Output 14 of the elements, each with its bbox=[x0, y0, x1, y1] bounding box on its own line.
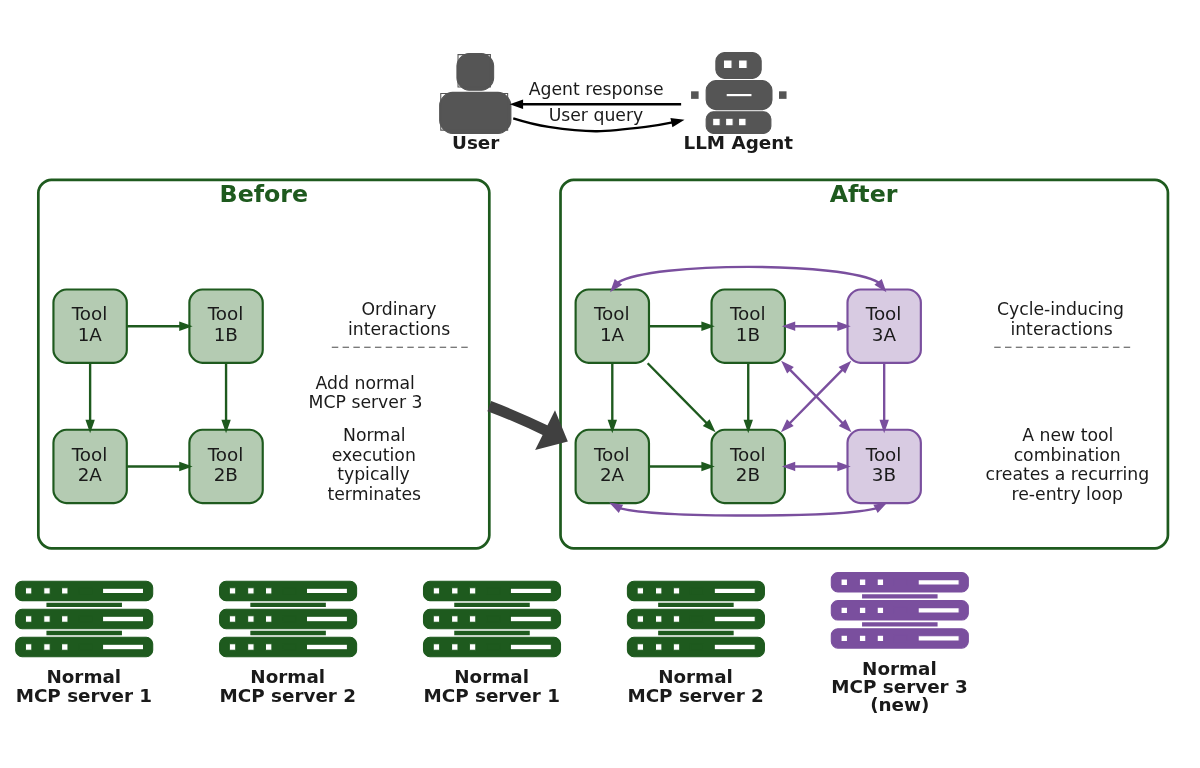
node-label: Normal MCP server 2 bbox=[219, 666, 357, 706]
label: Cycle-inducing interactions bbox=[996, 299, 1125, 339]
edge-label: Agent response bbox=[528, 79, 664, 100]
node-label: LLM Agent bbox=[683, 132, 794, 154]
label: Ordinary interactions bbox=[347, 299, 451, 339]
node-label: Normal MCP server 1 bbox=[15, 666, 153, 706]
node-label: Normal MCP server 2 bbox=[627, 666, 764, 706]
node-label: Normal MCP server 1 bbox=[423, 666, 560, 706]
label: Normal execution typically terminates bbox=[327, 425, 422, 504]
node-label: User bbox=[452, 132, 500, 154]
node-label: Normal MCP server 3 (new) bbox=[831, 657, 968, 716]
label: A new tool combination creates a recurring re-entry loop bbox=[985, 425, 1150, 504]
edge-label: Add normal MCP server 3 bbox=[308, 372, 423, 412]
edge-label: User query bbox=[548, 105, 644, 126]
